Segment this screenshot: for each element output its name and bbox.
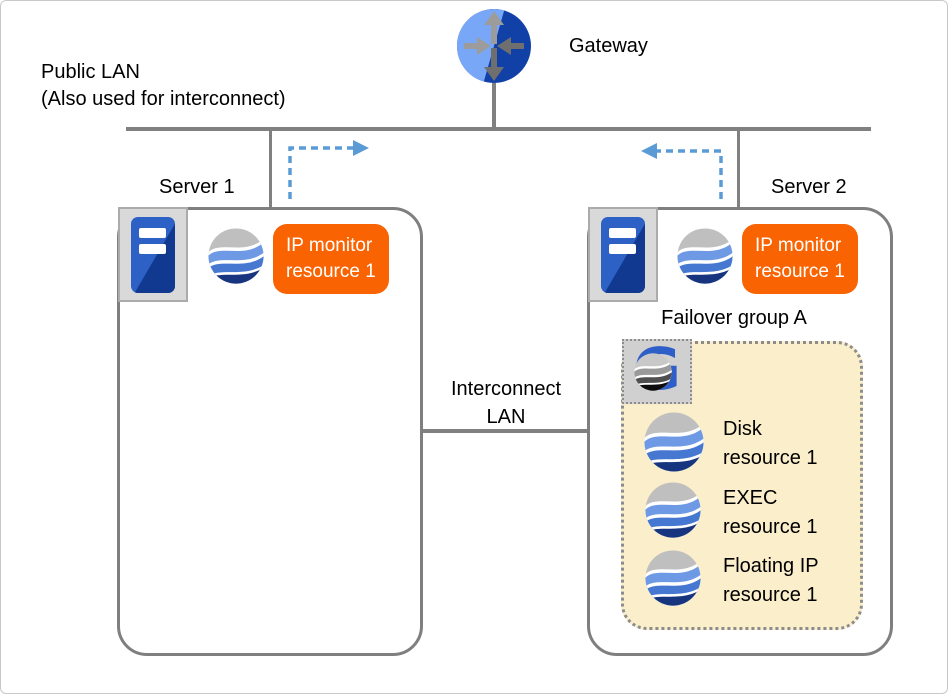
resource-line1: EXEC [723,487,778,509]
resource-line2: resource 1 [723,447,818,469]
public-lan-line2: (Also used for interconnect) [41,88,286,110]
failover-group-g-icon: G [622,335,692,404]
group-globe-gray-icon [634,353,672,391]
floating-ip-resource-globe-icon [645,550,701,606]
gateway-stem-line [492,83,496,129]
server1-label: Server 1 [159,176,235,198]
public-lan-line [126,127,871,131]
interconnect-line1: Interconnect [450,378,562,400]
disk-resource-label: Disk resource 1 [723,415,818,473]
server2-server-icon [588,207,658,302]
server-glyph-icon [600,216,646,294]
resource-line2: resource 1 [723,516,818,538]
public-lan-line1: Public LAN [41,61,140,83]
server-glyph-icon [130,216,176,294]
interconnect-line [423,429,587,433]
badge-line1: IP monitor [755,235,842,256]
server2-drop-line [737,129,740,207]
interconnect-line2: LAN [486,406,526,428]
floating-ip-resource-label: Floating IP resource 1 [723,552,819,610]
exec-resource-label: EXEC resource 1 [723,484,818,542]
gateway-label: Gateway [569,35,648,57]
resource-line1: Floating IP [723,555,819,577]
monitor-arrow-left-icon [641,143,723,199]
server1-server-icon [118,207,188,302]
server2-ip-monitor-badge: IP monitor resource 1 [742,224,858,294]
public-lan-label: Public LAN (Also used for interconnect) [41,59,286,113]
failover-group-title: Failover group A [661,307,807,329]
server1-monitor-globe-icon [208,228,264,284]
exec-resource-globe-icon [645,482,701,538]
gateway-router-icon [456,8,532,84]
resource-line2: resource 1 [723,584,818,606]
interconnect-label: Interconnect LAN [426,375,586,431]
server2-label: Server 2 [771,176,847,198]
badge-line2: resource 1 [286,261,376,282]
resource-line1: Disk [723,418,762,440]
disk-resource-globe-icon [644,412,704,472]
monitor-arrow-right-icon [288,140,369,199]
badge-line1: IP monitor [286,235,373,256]
server2-monitor-globe-icon [677,228,733,284]
server1-drop-line [269,129,272,207]
server1-ip-monitor-badge: IP monitor resource 1 [273,224,389,294]
badge-line2: resource 1 [755,261,845,282]
